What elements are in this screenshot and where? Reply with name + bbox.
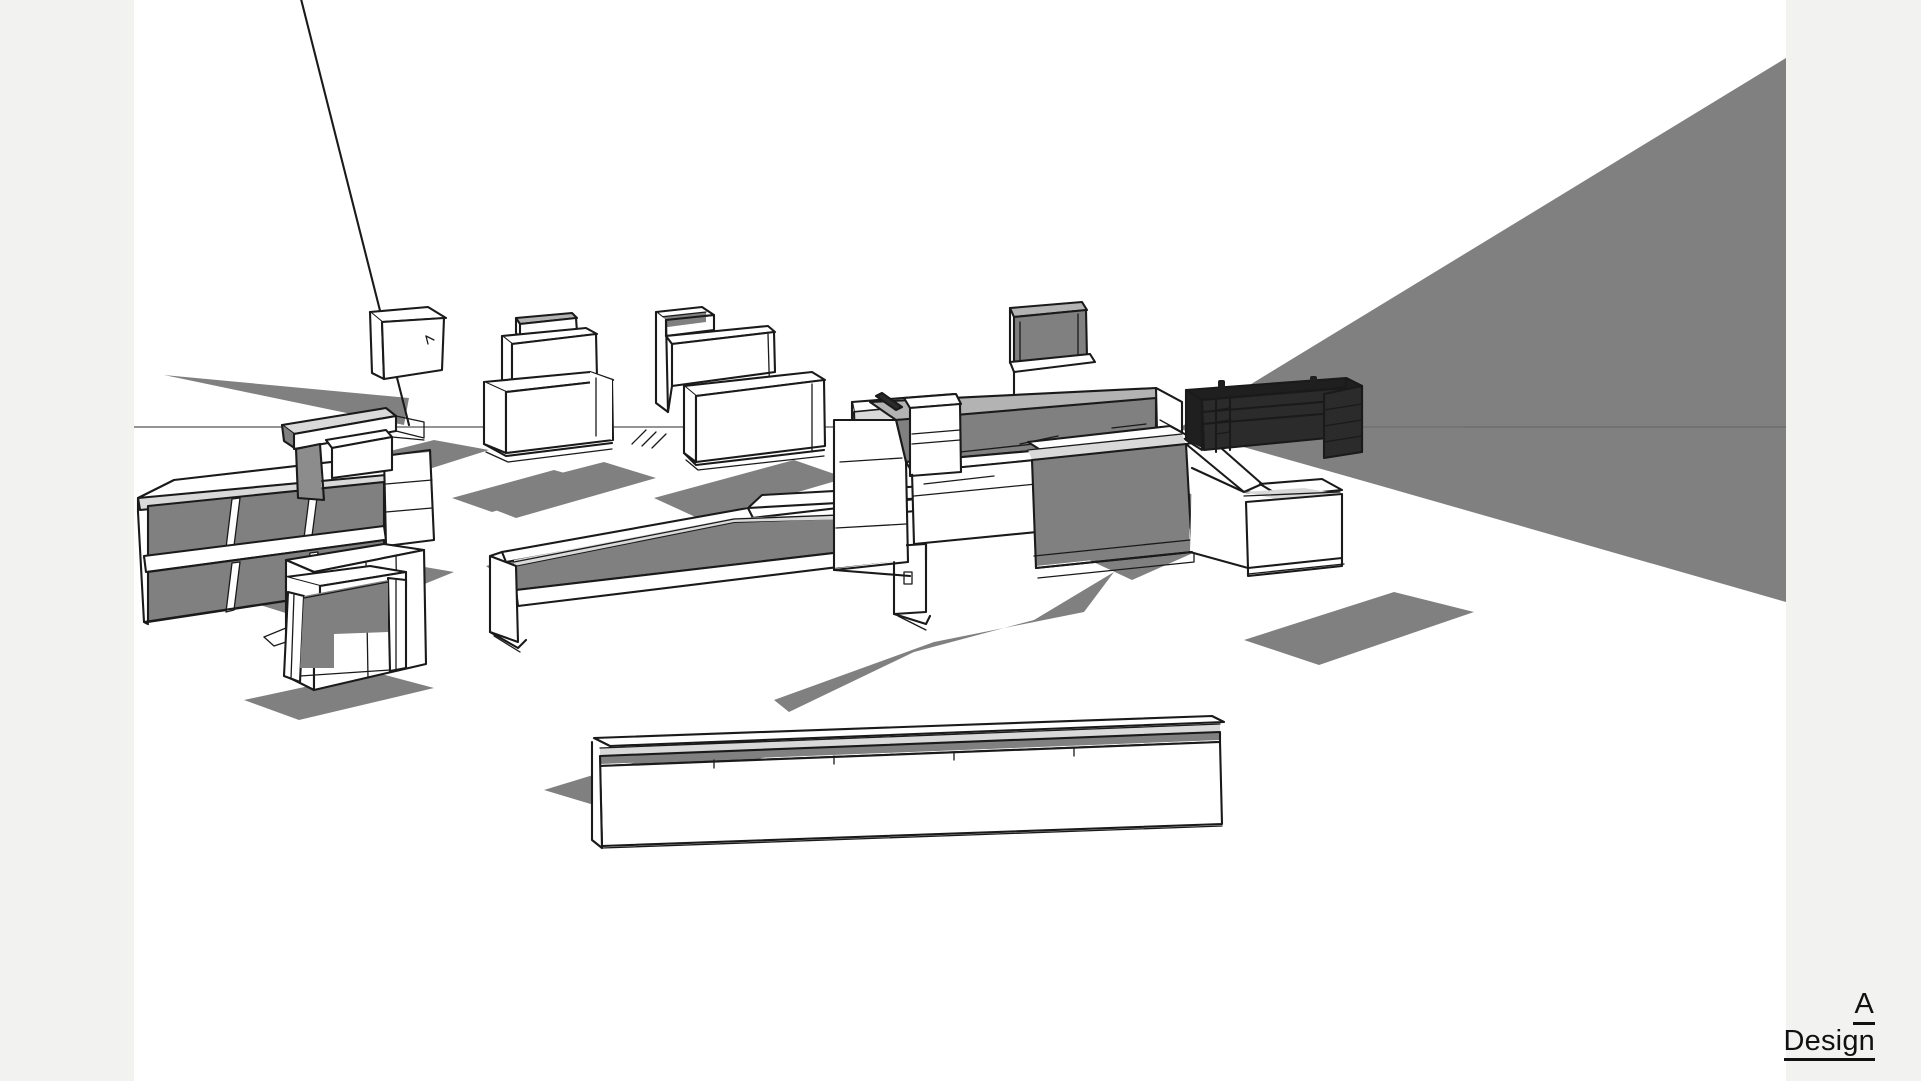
upright-end-panel[interactable] [902, 392, 963, 478]
island-display-unit[interactable] [631, 305, 827, 471]
shadow-side-table [244, 672, 434, 720]
shadow-island-center [654, 460, 846, 520]
long-front-bench-counter[interactable] [590, 714, 1226, 850]
tall-cabinet-box[interactable] [368, 305, 448, 381]
stepped-riser-unit[interactable] [280, 406, 425, 502]
dark-back-wall-unit[interactable] [1184, 376, 1364, 460]
drawing-canvas[interactable]: .ln{fill:none;stroke:#1a1a1a;stroke-widt… [134, 0, 1786, 1081]
stepped-checkout-counter[interactable] [1026, 407, 1345, 579]
shadow-checkout-step [1244, 592, 1474, 665]
page-margin-left [0, 0, 134, 1081]
watermark-line-1: A [1784, 988, 1875, 1025]
page-margin-right [1786, 0, 1921, 1081]
ground-scratch-marks [1019, 423, 1147, 445]
watermark-line-2: Design [1783, 1025, 1875, 1061]
watermark-a-design: A Design [1783, 988, 1875, 1061]
u-shaped-service-counter[interactable] [488, 484, 932, 653]
side-table[interactable] [282, 564, 408, 684]
shadow-u-counter [774, 572, 1114, 712]
wall-cast-shadow-right-body [1179, 58, 1786, 602]
shadow-till-center-left [464, 462, 656, 518]
tall-edge-shadow-left [164, 375, 409, 425]
scene-vector-drawing: .ln{fill:none;stroke:#1a1a1a;stroke-widt… [134, 0, 1786, 850]
till-podium-unit[interactable] [482, 311, 615, 463]
